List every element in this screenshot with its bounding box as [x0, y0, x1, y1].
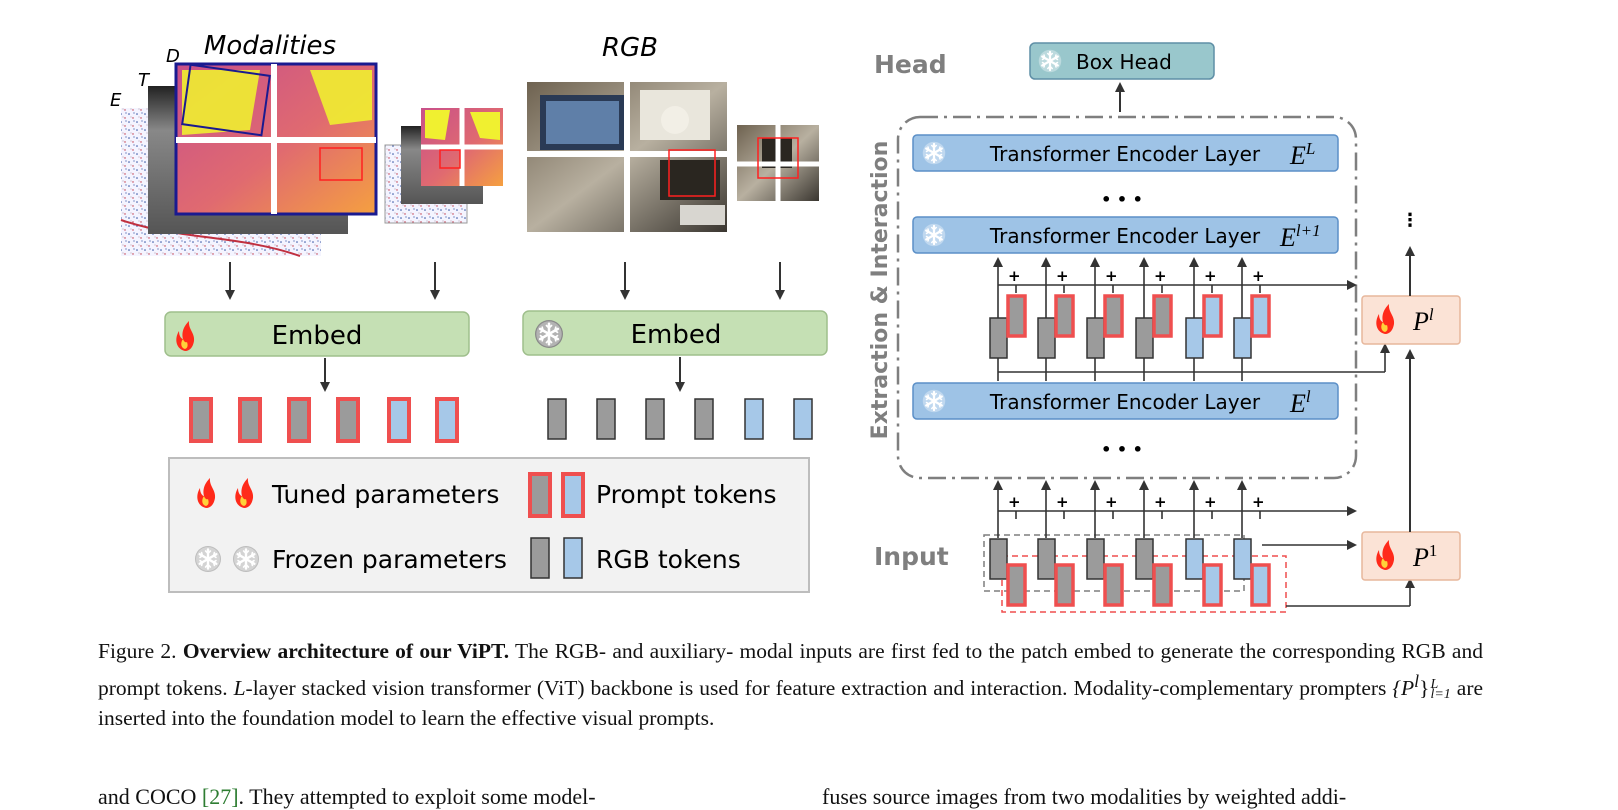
figure-caption: Figure 2. Overview architecture of our V…: [98, 636, 1483, 733]
rgb-title: RGB: [602, 33, 658, 63]
encoder-label-L: Transformer Encoder Layer: [989, 142, 1261, 166]
legend-prompt-label: Prompt tokens: [596, 480, 777, 509]
svg-text:El: El: [1289, 387, 1311, 418]
encoder-label-l1: Transformer Encoder Layer: [989, 224, 1261, 248]
plus-in-4: +: [1154, 493, 1167, 511]
head-label: Head: [874, 50, 947, 79]
encoder-layer-l: Transformer Encoder Layer El: [912, 382, 1339, 420]
input-token-group: + + + + + +: [983, 480, 1415, 613]
svg-text:P1: P1: [1412, 541, 1437, 572]
legend-box: Tuned parameters Frozen parameters Promp…: [168, 457, 810, 593]
embed-label-frozen: Embed: [631, 320, 722, 350]
encoder-layer-l1: Transformer Encoder Layer El+1: [912, 216, 1339, 254]
body-left-column: and COCO [27]. They attempted to exploit…: [98, 784, 798, 810]
rgb-token-row: [547, 398, 813, 440]
rgb-image: [527, 82, 727, 232]
plus-in-5: +: [1204, 493, 1217, 511]
prompter-1-symbol: P: [1412, 543, 1429, 572]
stack-letter-e: E: [110, 90, 122, 111]
body-right-text: fuses source images from two modalities …: [822, 784, 1347, 809]
left-down-arrows: [225, 262, 785, 300]
layer-L-symbol: E: [1289, 141, 1306, 170]
embed-token-arrows: [320, 357, 685, 392]
encoder-layer-L: Transformer Encoder Layer EL: [912, 134, 1339, 172]
plus-mid-1: +: [1008, 267, 1021, 285]
caption-line2-pre: corresponding RGB and prompt tokens.: [98, 639, 1483, 701]
caption-bold-title: Overview architecture of our ViPT.: [182, 639, 510, 663]
citation-link[interactable]: [27]: [201, 784, 239, 809]
prompt-token-row: [189, 397, 459, 443]
prompter-l-superscript: l: [1429, 305, 1434, 324]
extraction-interaction-label: Extraction & Interaction: [868, 141, 893, 440]
modalities-title: Modalities: [204, 31, 336, 61]
stack-letter-t: T: [138, 70, 151, 91]
layer-L-superscript: L: [1305, 139, 1315, 158]
modality-patch-stack: [384, 108, 503, 224]
encoder-ellipsis-bottom: • • •: [1101, 440, 1143, 459]
plus-in-2: +: [1056, 493, 1069, 511]
layer-l-symbol: E: [1289, 389, 1306, 418]
legend-tuned-label: Tuned parameters: [271, 480, 499, 509]
legend-frozen-label: Frozen parameters: [272, 545, 507, 574]
caption-label: Figure 2.: [98, 639, 177, 663]
body-right-column: fuses source images from two modalities …: [822, 784, 1522, 810]
caption-line3-pre: Modality-complementary prompters: [1073, 676, 1387, 701]
plus-in-6: +: [1252, 493, 1265, 511]
plus-mid-5: +: [1204, 267, 1217, 285]
plus-mid-3: +: [1105, 267, 1118, 285]
legend-rgb-label: RGB tokens: [596, 545, 741, 574]
rgb-patch: [737, 125, 819, 201]
body-left-text-2: . They attempted to exploit some model-: [238, 784, 596, 809]
layer-l1-superscript: l+1: [1296, 221, 1321, 240]
vertical-ellipsis: ⋮: [1401, 210, 1419, 231]
embed-frozen: Embed: [522, 310, 828, 356]
plus-mid-4: +: [1154, 267, 1167, 285]
prompter-l-symbol: P: [1412, 307, 1429, 336]
plus-mid-6: +: [1252, 267, 1265, 285]
box-head-label: Box Head: [1076, 50, 1172, 74]
prompter-1-superscript: 1: [1429, 541, 1438, 560]
middle-token-group: + + + + + +: [989, 257, 1390, 381]
svg-text:El+1: El+1: [1279, 221, 1321, 252]
body-left-text: and COCO: [98, 784, 202, 809]
embed-label-tuned: Embed: [272, 321, 363, 351]
layer-l-superscript: l: [1306, 387, 1311, 406]
plus-in-1: +: [1008, 493, 1021, 511]
caption-line2-rest: -layer stacked vision transformer (ViT) …: [245, 676, 1068, 701]
caption-line1: The RGB- and auxiliary- modal inputs are…: [514, 639, 1266, 663]
plus-in-3: +: [1105, 493, 1118, 511]
input-label: Input: [874, 542, 949, 571]
stack-letter-d: D: [166, 46, 180, 67]
plus-mid-2: +: [1056, 267, 1069, 285]
embed-tuned: Embed: [164, 311, 470, 357]
extraction-container: [896, 115, 1358, 480]
box-head: Box Head: [1029, 42, 1215, 80]
layer-l1-symbol: E: [1279, 223, 1296, 252]
modality-image-stack: E T D: [110, 46, 378, 257]
encoder-label-l: Transformer Encoder Layer: [989, 390, 1261, 414]
architecture-figure: Modalities RGB E T D: [110, 31, 1461, 613]
encoder-ellipsis-top: • • •: [1101, 190, 1143, 209]
caption-L-symbol: L: [233, 676, 246, 701]
caption-line3-rest: are inserted into the foundation model t…: [98, 676, 1484, 731]
prompter-l: Pl: [1361, 295, 1461, 345]
svg-text:EL: EL: [1289, 139, 1315, 170]
prompter-1: P1: [1361, 531, 1461, 581]
svg-text:Pl: Pl: [1412, 305, 1434, 336]
